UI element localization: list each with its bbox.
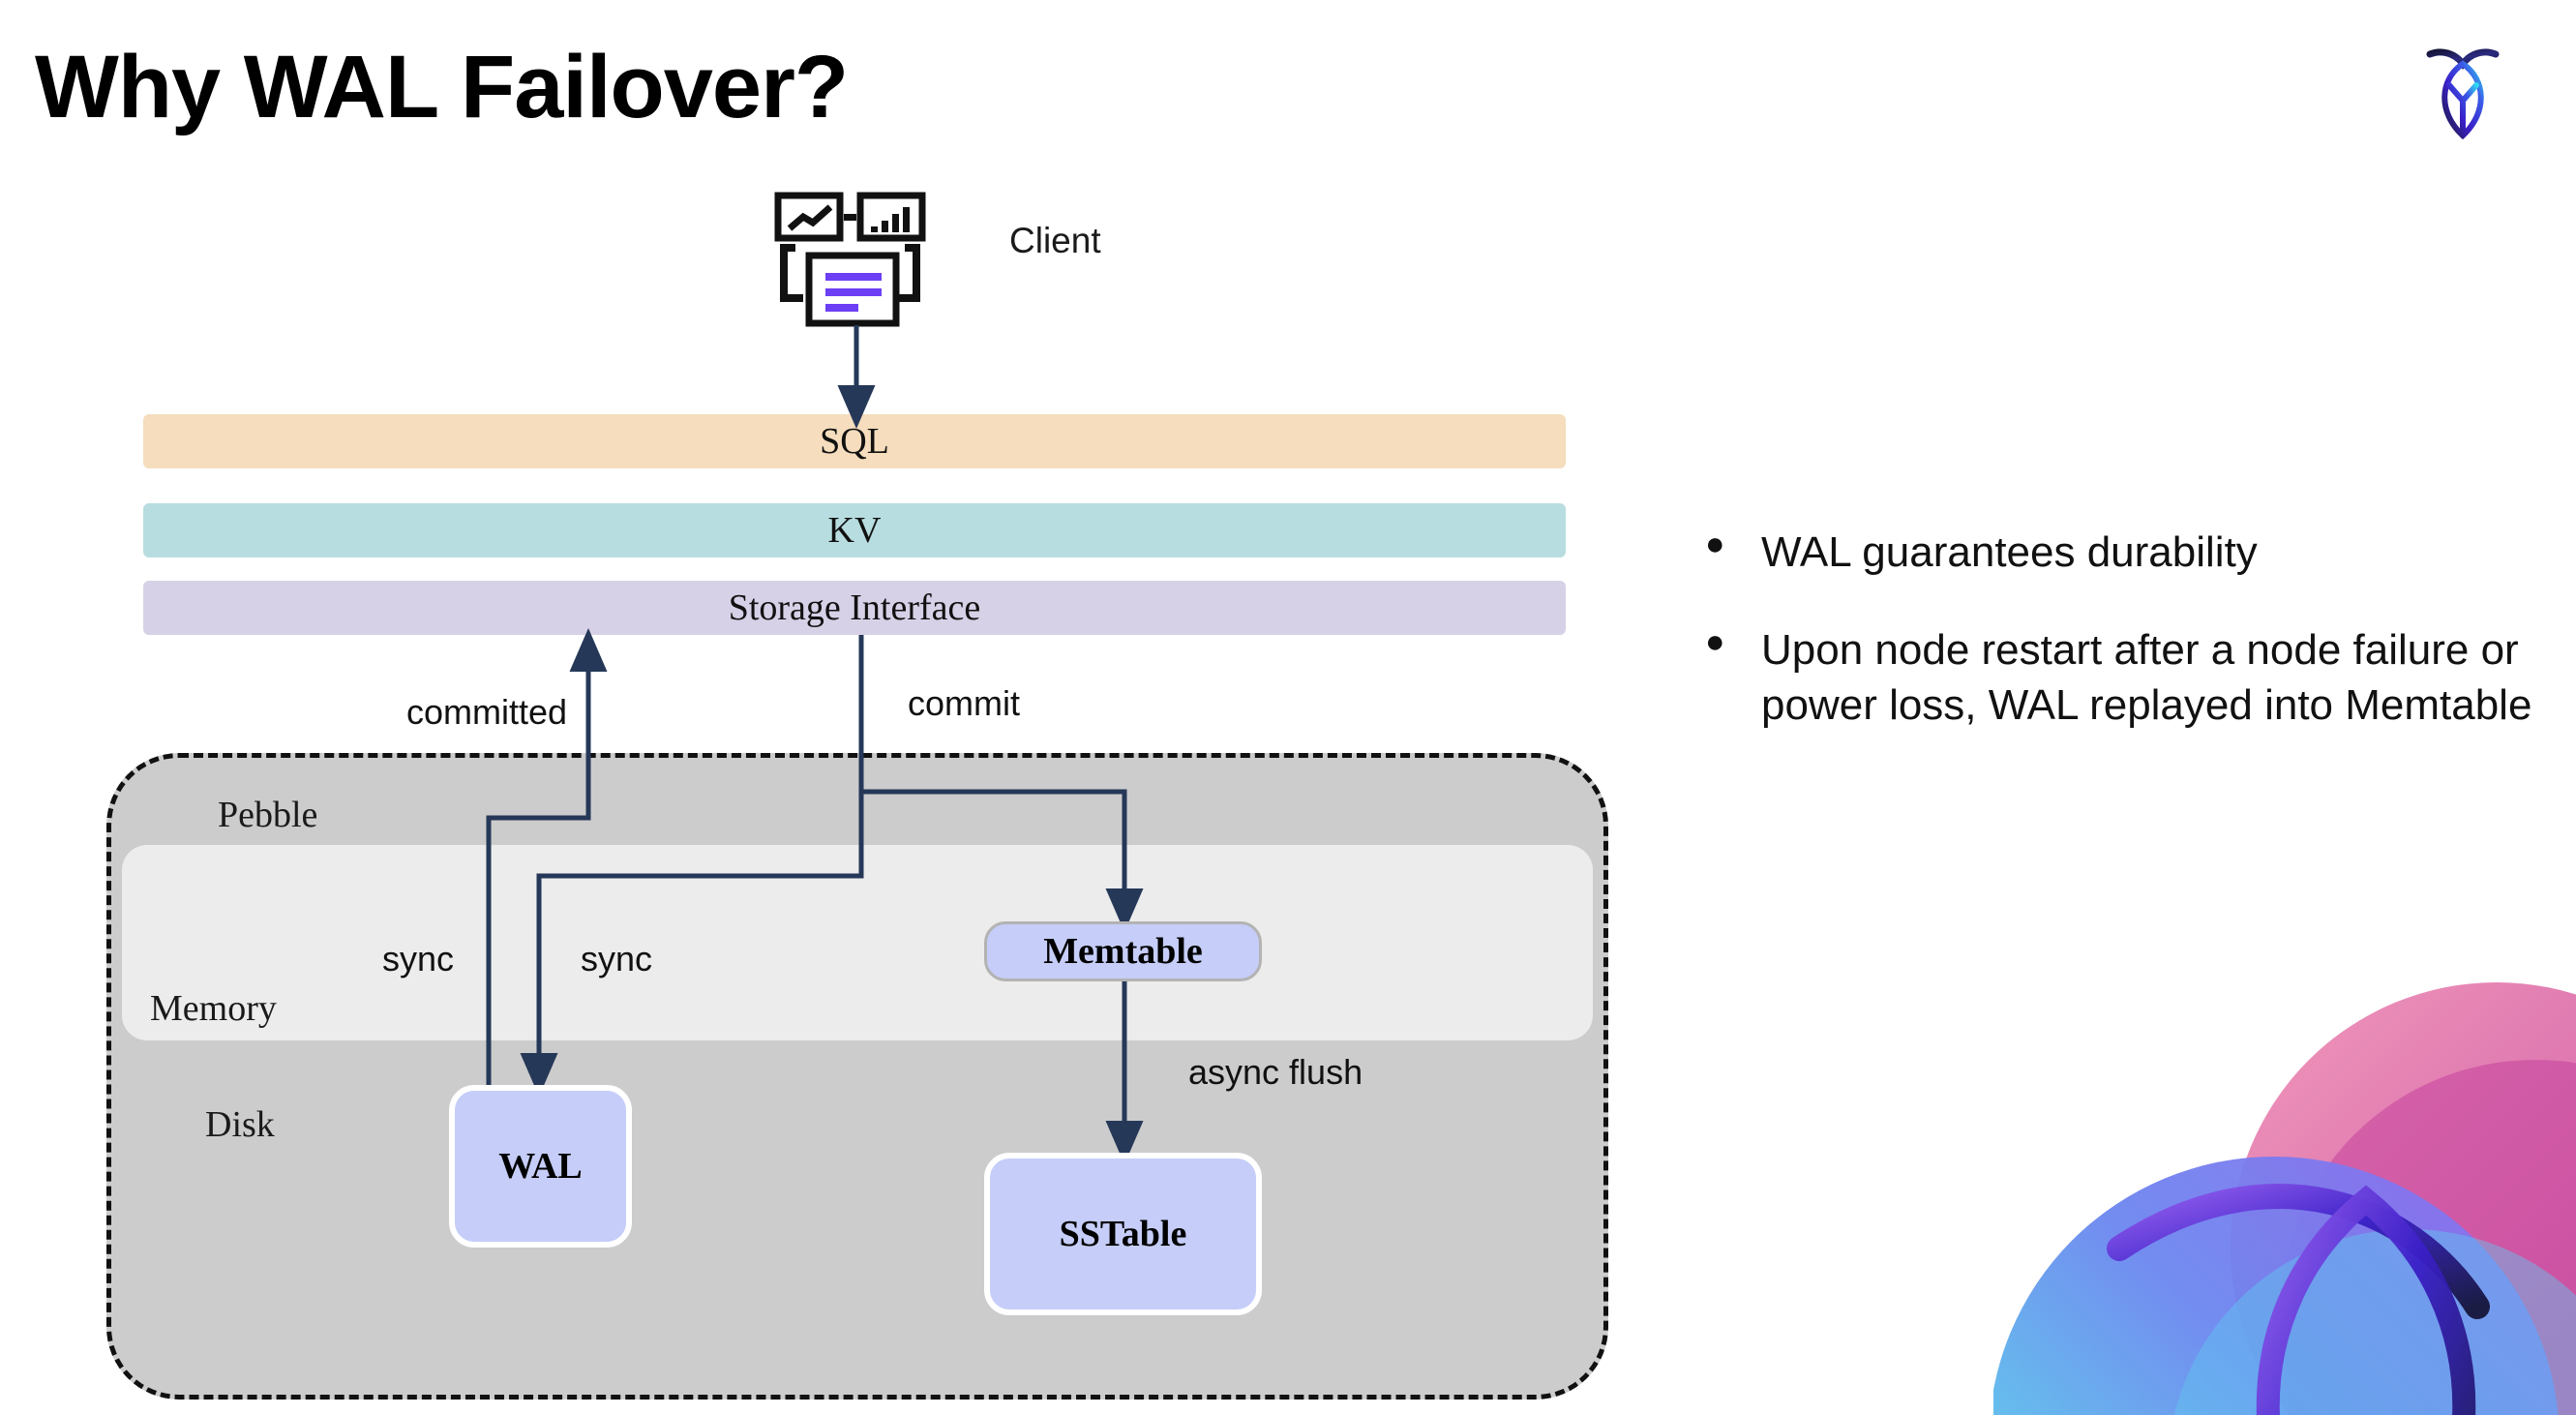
client-dashboard-icon <box>774 192 939 337</box>
bullet-marker-icon: ● <box>1705 526 1725 562</box>
layer-bar-storage-interface: Storage Interface <box>143 581 1566 635</box>
client-label: Client <box>1009 221 1101 260</box>
layer-bar-sql-label: SQL <box>820 421 889 462</box>
layer-bar-kv: KV <box>143 503 1566 557</box>
cockroach-leaf-watermark-icon <box>1993 958 2576 1415</box>
memory-band <box>122 845 1593 1040</box>
cockroach-leaf-logo-icon <box>2416 37 2509 145</box>
node-memtable[interactable]: Memtable <box>984 921 1262 981</box>
bullet-text: WAL guarantees durability <box>1761 528 2258 576</box>
memory-label: Memory <box>150 988 277 1029</box>
edge-label-sync-right: sync <box>581 939 653 978</box>
edge-label-committed: committed <box>406 692 568 732</box>
list-item: ● WAL guarantees durability <box>1705 525 2537 580</box>
node-wal-label: WAL <box>498 1146 583 1187</box>
edge-label-sync-left: sync <box>382 939 455 978</box>
layer-bar-sql: SQL <box>143 414 1566 468</box>
disk-label: Disk <box>205 1104 275 1145</box>
edge-label-commit: commit <box>908 683 1020 723</box>
node-memtable-label: Memtable <box>1043 931 1203 972</box>
list-item: ● Upon node restart after a node failure… <box>1705 622 2537 733</box>
layer-bar-kv-label: KV <box>827 510 882 551</box>
pebble-label: Pebble <box>218 795 318 835</box>
edge-label-async-flush: async flush <box>1188 1052 1363 1092</box>
bullet-list: ● WAL guarantees durability ● Upon node … <box>1705 525 2537 776</box>
bullet-text: Upon node restart after a node failure o… <box>1761 626 2532 730</box>
layer-bar-storage-interface-label: Storage Interface <box>728 587 981 628</box>
node-sstable-label: SSTable <box>1059 1214 1187 1254</box>
node-wal[interactable]: WAL <box>449 1085 632 1248</box>
node-sstable[interactable]: SSTable <box>984 1153 1262 1315</box>
page-title: Why WAL Failover? <box>35 38 849 136</box>
bullet-marker-icon: ● <box>1705 623 1725 661</box>
